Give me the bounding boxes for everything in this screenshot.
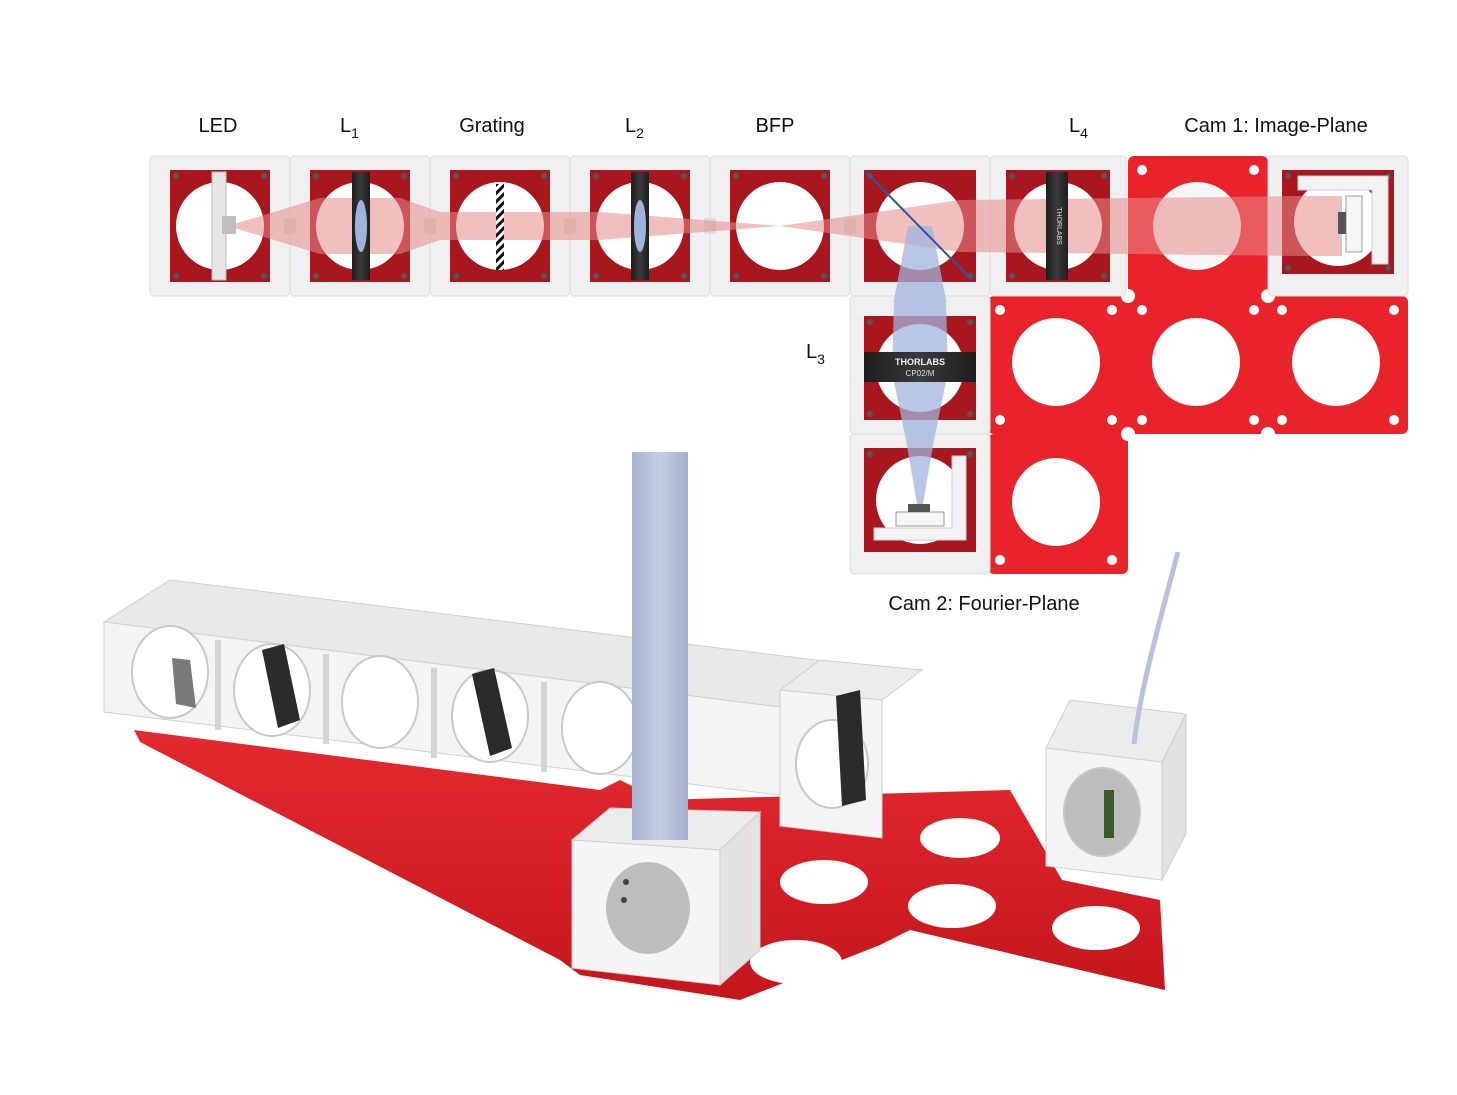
perspective-render [102,452,1187,1000]
lens-holder-icon [262,644,300,728]
perspective-cube-l3 [778,659,924,839]
camera-sensor-icon [1338,212,1346,234]
cam1-bracket [1297,175,1389,265]
plate-hole [1052,906,1140,950]
perspective-cube-cam2 [570,807,762,987]
plate-hole [780,860,868,904]
camera-board-icon [1104,790,1114,838]
label-cam1: Cam 1: Image-Plane [1184,115,1367,137]
plate-hole [750,940,842,984]
ribbon-cable [1131,551,1181,745]
plate-hole [1012,458,1100,546]
label-cam2: Cam 2: Fourier-Plane [888,593,1079,615]
l4-brand: THORLABS [1055,207,1062,245]
lens-l1-icon [355,200,367,252]
plate-hole [1292,318,1380,406]
camera-icon [1345,195,1363,253]
perspective-cube-cam1 [1045,551,1187,881]
grating-icon [496,184,504,270]
lens-holder-l4 [1046,172,1068,280]
label-led: LED [199,115,238,137]
lens-l2-icon [634,200,646,252]
camera-sensor-icon [908,504,930,512]
cam2-bracket [873,455,967,541]
label-bfp: BFP [756,115,795,137]
lens-holder-l3 [864,352,976,382]
label-l2: L2 [625,115,644,141]
mirror-line [865,171,973,281]
label-l1: L1 [340,115,359,141]
led-icon [222,216,236,234]
components-top: THORLABS THORLABS CP02/M [211,171,1389,541]
ribbon-cable [632,452,688,840]
led-icon [172,658,196,708]
lens-holder-icon [472,668,512,756]
cube-aperture [561,681,639,775]
plate-hole [908,884,996,928]
l3-model: CP02/M [906,369,935,378]
plate-hole [1012,318,1100,406]
label-grating: Grating [459,115,525,137]
plate-hole [920,818,1000,858]
lens-holder-icon [836,690,866,806]
camera-icon [895,511,945,527]
label-l3: L3 [806,341,825,367]
l3-brand: THORLABS [895,357,945,367]
plate-hole [1152,318,1240,406]
labels: LED L1 Grating L2 BFP L4 Cam 1: Image-Pl… [199,115,1368,615]
cube-aperture [606,862,690,954]
label-l4: L4 [1069,115,1088,141]
cube-aperture [131,625,209,719]
cube-aperture [341,655,419,749]
